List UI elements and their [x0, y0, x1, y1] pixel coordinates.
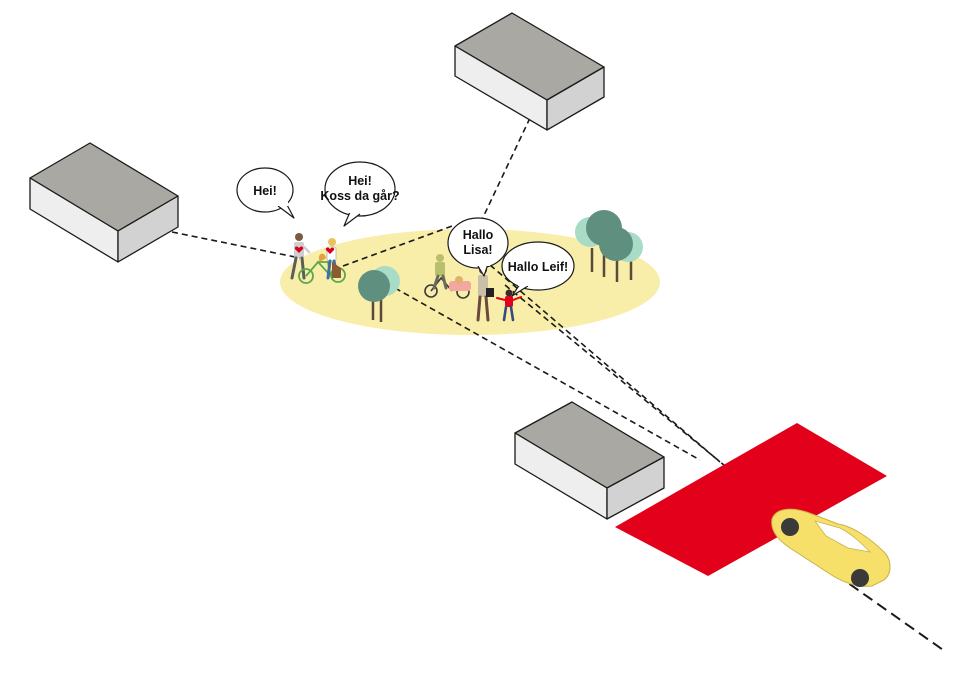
building-bottom	[514, 401, 665, 520]
pedestrian-man	[290, 233, 311, 280]
bubble-text-leif: Hallo Leif!	[508, 260, 568, 274]
speech-bubble-leif: Hallo Leif!	[501, 241, 575, 297]
bubble-text-koss-line2: Koss da går?	[320, 189, 399, 203]
car-wheel-rear	[851, 569, 869, 587]
car	[771, 508, 891, 587]
heart-icon	[294, 246, 304, 253]
connection-line-to-car-middle	[504, 284, 731, 471]
tree-cluster-right	[575, 210, 643, 282]
cargo-cyclist	[432, 254, 448, 290]
bubble-text-lisa-line2: Lisa!	[463, 243, 492, 257]
connection-lines	[171, 117, 731, 471]
people-group-left	[290, 233, 346, 284]
speech-bubble-koss: Hei! Koss da går?	[320, 161, 400, 227]
speech-bubble-lisa: Hallo Lisa!	[447, 217, 509, 277]
building-left	[29, 142, 179, 263]
child-red-jacket	[496, 289, 522, 322]
car-wheel-front	[781, 518, 799, 536]
building-top	[454, 12, 605, 131]
tree-cluster-center	[358, 266, 400, 322]
connection-line-to-red-zone	[394, 287, 701, 461]
bubble-text-hei: Hei!	[253, 184, 277, 198]
connection-line-left-building	[171, 231, 301, 259]
red-drop-off-zone	[615, 423, 887, 576]
connection-line-to-car-upper	[489, 264, 721, 463]
bubble-text-koss-line1: Hei!	[348, 174, 372, 188]
bubble-text-lisa-line1: Hallo	[463, 228, 494, 242]
speech-bubble-hei: Hei!	[236, 167, 295, 219]
heart-icon	[325, 247, 335, 254]
connection-line-top-building	[477, 117, 531, 229]
